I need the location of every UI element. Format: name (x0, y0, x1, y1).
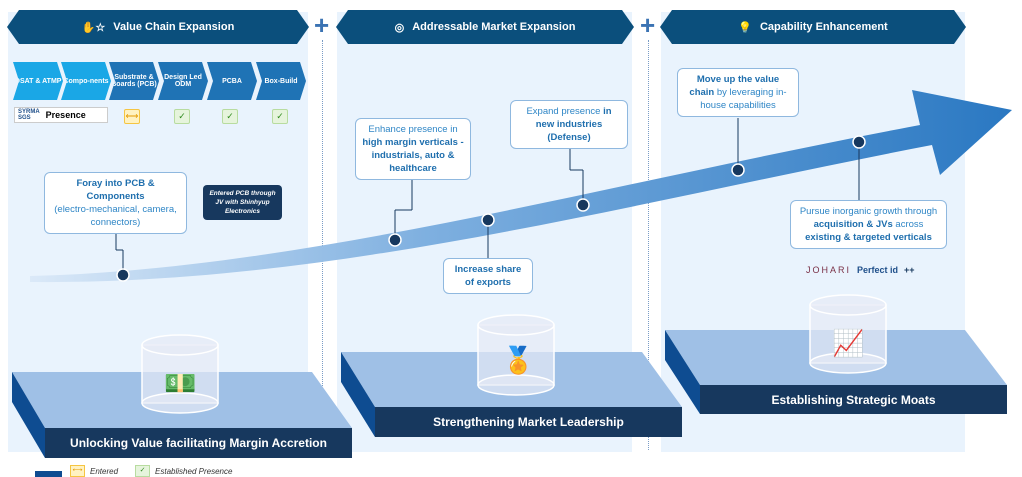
platform-side (341, 352, 375, 437)
chevron-osat: OSAT & ATMP (13, 62, 63, 100)
header-market: ◎Addressable Market Expansion (336, 10, 634, 44)
check-icon: ✓ (222, 109, 238, 124)
milestone-dot (576, 198, 590, 212)
plus-icon: + (314, 10, 330, 40)
header-capability: 💡Capability Enhancement (660, 10, 966, 44)
award-badge-icon: 🏅 (502, 345, 535, 375)
check-icon: ✓ (135, 465, 151, 477)
check-icon: ✓ (272, 109, 288, 124)
callout-exports: Increase share of exports (443, 258, 533, 294)
callout-verticals: Enhance presence in high margin vertical… (355, 118, 471, 180)
platform-side (12, 372, 45, 458)
milestone-dot (731, 163, 745, 177)
legend: ⟷ Entered ✓ Established Presence (70, 465, 232, 477)
milestone-dot (388, 233, 402, 247)
milestone-dot (852, 135, 866, 149)
milestone-dot (481, 213, 495, 227)
milestone-dot (116, 268, 130, 282)
divider (322, 40, 323, 450)
chevron-components: Compo-nents (61, 62, 111, 100)
check-icon: ✓ (174, 109, 190, 124)
target-arrow-icon: ◎ (394, 21, 405, 34)
perfect-id-logo: Perfect id (857, 265, 899, 275)
johari-logo: JOHARI (806, 265, 852, 275)
chevron-box-build: Box-Build (256, 62, 306, 100)
entered-icon: ⟷ (70, 465, 85, 477)
plus-icon: + (640, 10, 656, 40)
callout-defense: Expand presence in new industries (Defen… (510, 100, 628, 149)
lightbulb-gear-icon: 💡 (738, 21, 752, 34)
callout-inorganic: Pursue inorganic growth through acquisit… (790, 200, 947, 249)
legend-bar (35, 471, 62, 477)
divider (648, 40, 649, 450)
hand-money-icon: 💵 (164, 368, 197, 398)
footer-value-chain: Unlocking Value facilitating Margin Accr… (45, 428, 352, 458)
header-value-chain: ✋☆Value Chain Expansion (7, 10, 309, 44)
hands-star-icon: ✋☆ (81, 21, 106, 34)
footer-market: Strengthening Market Leadership (375, 407, 682, 437)
growth-chart-icon: 📈 (832, 328, 865, 358)
chevron-pcba: PCBA (207, 62, 257, 100)
partner-logos: JOHARI Perfect id ++ (806, 265, 915, 275)
platform-side (665, 330, 700, 414)
callout-foray: Foray into PCB & Components(electro-mech… (44, 172, 187, 234)
chevron-odm: Design Led ODM (158, 62, 208, 100)
footer-capability: Establishing Strategic Moats (700, 385, 1007, 414)
jv-note: Entered PCB through JV with Shinhyup Ele… (203, 185, 282, 220)
entered-icon: ⟷ (124, 109, 140, 124)
chevron-substrate: Substrate & Boards (PCB) (109, 62, 159, 100)
callout-value-chain: Move up the value chain by leveraging in… (677, 68, 799, 117)
